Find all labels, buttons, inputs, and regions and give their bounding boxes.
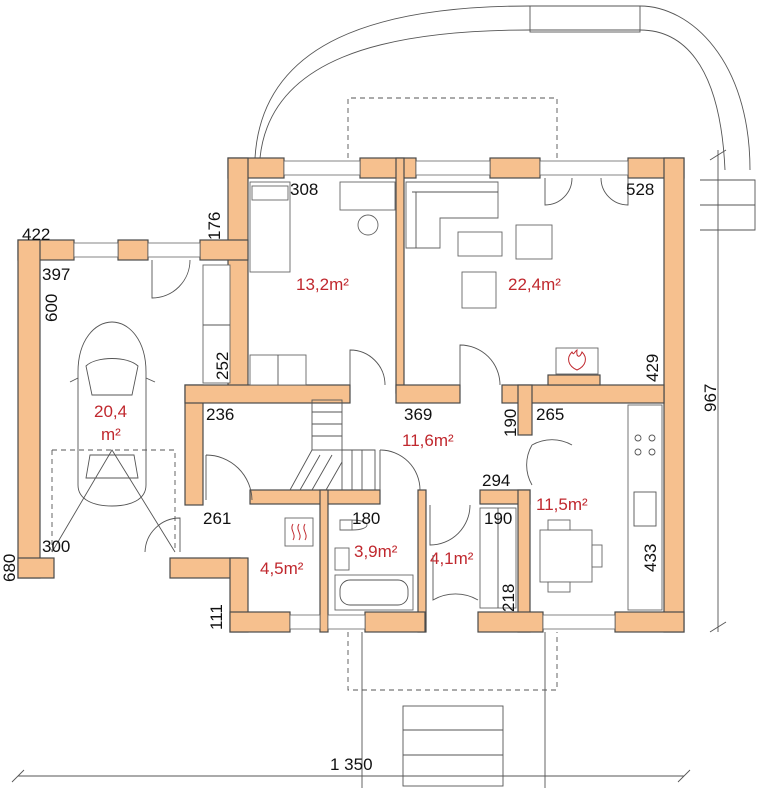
dim-680: 680 xyxy=(0,554,19,582)
dim-397: 397 xyxy=(42,265,70,284)
dim-180: 180 xyxy=(352,509,380,528)
dim-218: 218 xyxy=(499,584,518,612)
dim-967: 967 xyxy=(701,384,720,412)
area-hall: 11,6m² xyxy=(402,431,454,450)
staircase xyxy=(289,399,376,491)
dimension-labels: 422 397 600 680 300 176 252 308 528 429 … xyxy=(0,180,720,774)
dim-300: 300 xyxy=(42,537,70,556)
dim-190b: 190 xyxy=(484,509,512,528)
dim-176: 176 xyxy=(205,212,224,240)
terrace-outline xyxy=(254,5,756,788)
dim-369: 369 xyxy=(404,405,432,424)
fireplace-icon xyxy=(568,348,586,371)
dim-236: 236 xyxy=(206,405,234,424)
area-kitchen: 11,5m² xyxy=(536,495,588,514)
walls xyxy=(17,157,685,633)
dim-294: 294 xyxy=(482,471,510,490)
dim-308: 308 xyxy=(290,180,318,199)
furniture xyxy=(51,181,663,611)
area-wardrobe: 4,1m² xyxy=(430,549,474,568)
doors xyxy=(144,177,629,601)
dim-429: 429 xyxy=(643,354,662,382)
area-bathroom: 3,9m² xyxy=(354,542,398,561)
area-garage-number: 20,4 xyxy=(94,402,127,421)
dim-252: 252 xyxy=(213,352,232,380)
area-living-room: 22,4m² xyxy=(508,275,561,294)
area-boiler-room: 4,5m² xyxy=(260,559,304,578)
heating-icon xyxy=(291,523,307,541)
dim-265: 265 xyxy=(536,405,564,424)
dim-261: 261 xyxy=(203,509,231,528)
dim-111: 111 xyxy=(207,604,226,630)
dim-190a: 190 xyxy=(501,409,520,437)
dim-528: 528 xyxy=(626,180,654,199)
dim-1350: 1 350 xyxy=(330,755,373,774)
dim-600: 600 xyxy=(42,294,61,322)
dim-433: 433 xyxy=(641,544,660,572)
windows xyxy=(73,160,629,630)
dimension-lines xyxy=(11,149,727,783)
dim-422: 422 xyxy=(22,225,50,244)
area-bedroom: 13,2m² xyxy=(296,275,349,294)
car-icon xyxy=(69,321,156,507)
area-garage-unit: m² xyxy=(101,425,121,444)
room-areas: 20,4 m² 13,2m² 22,4m² 11,6m² 11,5m² 4,5m… xyxy=(94,275,588,578)
